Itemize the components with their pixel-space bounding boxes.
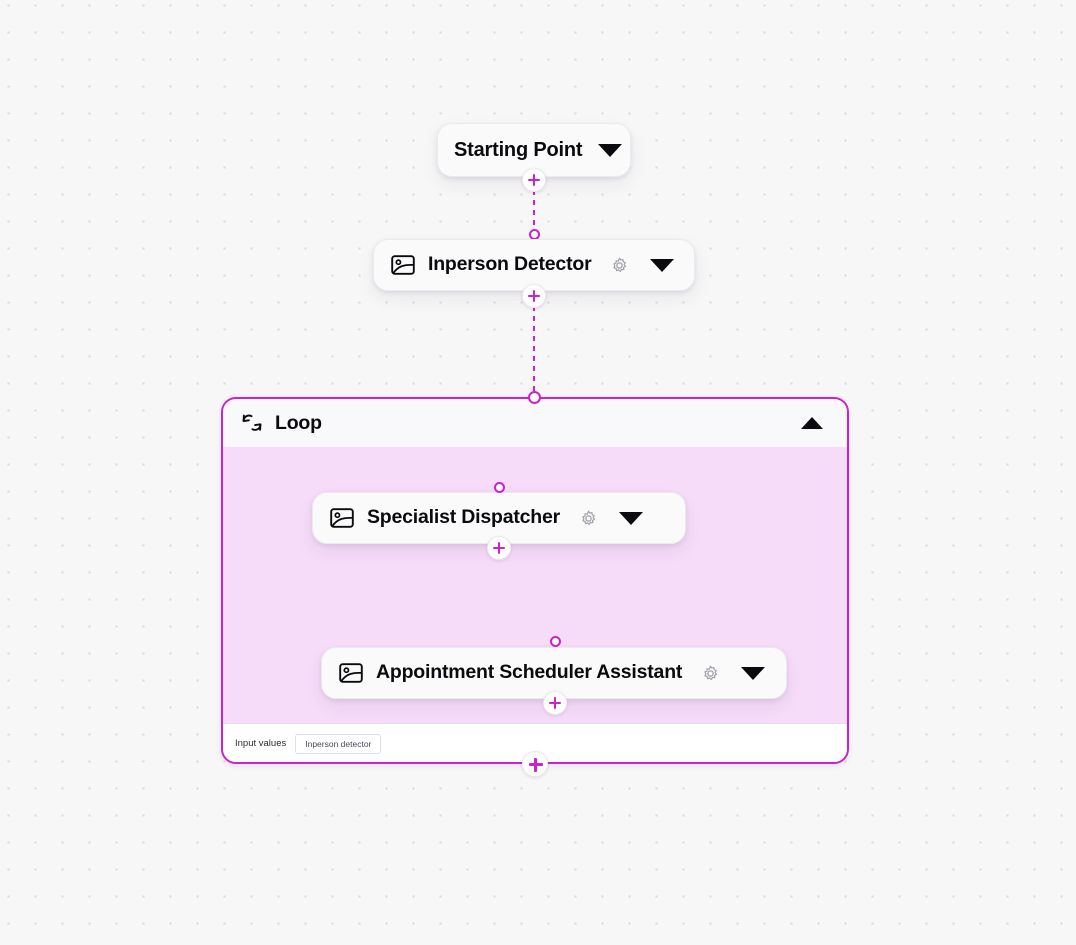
loop-input-port[interactable]	[528, 391, 541, 404]
add-node-button-after-specialist-dispatcher[interactable]	[487, 536, 511, 560]
input-value-chip[interactable]: Inperson detector	[295, 733, 382, 755]
input-port-specialist-dispatcher[interactable]	[494, 482, 505, 493]
node-inperson-detector[interactable]: Inperson Detector	[373, 239, 695, 291]
add-node-button-after-starting-point[interactable]	[522, 168, 546, 192]
image-icon	[330, 508, 354, 528]
gear-icon[interactable]	[580, 510, 597, 527]
collapse-loop-button[interactable]	[799, 410, 825, 436]
node-appointment-scheduler[interactable]: Appointment Scheduler Assistant	[321, 647, 787, 699]
chevron-down-icon[interactable]	[741, 666, 766, 680]
chevron-down-icon[interactable]	[598, 143, 623, 157]
add-node-button-after-loop[interactable]	[522, 751, 548, 777]
node-title: Specialist Dispatcher	[367, 506, 561, 529]
gear-icon[interactable]	[611, 257, 628, 274]
image-icon	[339, 663, 363, 683]
input-values-label: Input values	[235, 738, 287, 750]
loop-title: Loop	[275, 411, 322, 434]
node-title: Starting Point	[454, 139, 583, 161]
add-node-button-after-inperson-detector[interactable]	[522, 284, 546, 308]
loop-icon	[242, 414, 262, 431]
image-icon	[391, 255, 415, 275]
loop-header[interactable]: Loop	[223, 399, 847, 447]
node-title: Inperson Detector	[428, 253, 592, 276]
input-port-appointment-scheduler[interactable]	[549, 636, 561, 647]
chevron-up-icon	[801, 417, 823, 429]
node-title: Appointment Scheduler Assistant	[376, 661, 683, 684]
loop-group[interactable]: Loop Input values Inperson detector	[221, 397, 849, 764]
add-node-button-after-appointment-scheduler[interactable]	[543, 691, 567, 715]
chevron-down-icon[interactable]	[619, 511, 644, 525]
chevron-down-icon[interactable]	[650, 258, 675, 272]
gear-icon[interactable]	[702, 665, 719, 682]
